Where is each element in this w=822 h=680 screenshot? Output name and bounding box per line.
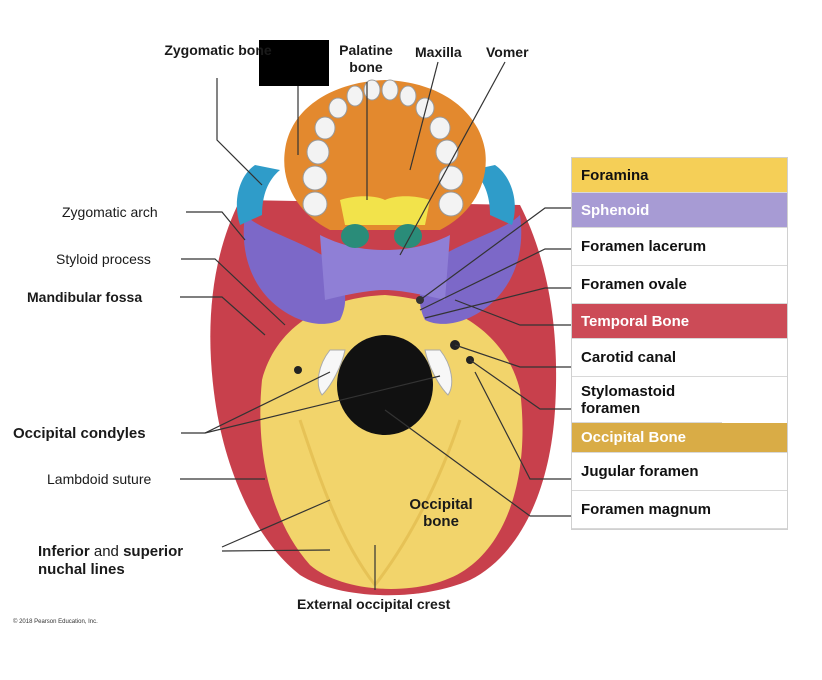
redacted-label-box bbox=[259, 40, 329, 86]
label-lambdoid-suture: Lambdoid suture bbox=[47, 471, 152, 487]
label-nuchal-lines-line1: Inferior and superior bbox=[38, 543, 183, 560]
legend-jugular-foramen: Jugular foramen bbox=[572, 453, 787, 491]
label-mandibular-fossa: Mandibular fossa bbox=[27, 289, 143, 305]
legend-panel: Foramina Sphenoid Foramen lacerum Forame… bbox=[571, 157, 788, 530]
legend-carotid-canal: Carotid canal bbox=[572, 339, 787, 377]
palatine-region bbox=[340, 196, 430, 225]
choana-left bbox=[341, 224, 369, 248]
legend-stylomastoid-foramen: Stylomastoid foramen bbox=[572, 377, 722, 423]
legend-occipital-bone: Occipital Bone bbox=[572, 423, 787, 453]
legend-foramen-ovale: Foramen ovale bbox=[572, 266, 787, 304]
label-vomer: Vomer bbox=[486, 44, 529, 60]
legend-foramen-lacerum: Foramen lacerum bbox=[572, 228, 787, 266]
label-maxilla: Maxilla bbox=[415, 44, 462, 60]
label-zygomatic-bone: Zygomatic bone bbox=[164, 42, 272, 58]
legend-sphenoid: Sphenoid bbox=[572, 193, 787, 228]
label-superior: superior bbox=[123, 543, 184, 560]
label-external-occipital-crest: External occipital crest bbox=[297, 596, 451, 612]
label-palatine-bone: Palatine bone bbox=[339, 42, 393, 75]
legend-temporal-bone: Temporal Bone bbox=[572, 304, 787, 339]
copyright-text: © 2018 Pearson Education, Inc. bbox=[13, 619, 98, 625]
label-occipital-bone: Occipital bone bbox=[409, 496, 473, 530]
choana-right bbox=[394, 224, 422, 248]
zygomatic-left bbox=[236, 165, 280, 225]
foramen-magnum-shape bbox=[337, 335, 433, 435]
label-styloid-process: Styloid process bbox=[56, 251, 151, 267]
label-and: and bbox=[89, 543, 124, 560]
legend-foramen-magnum: Foramen magnum bbox=[572, 491, 787, 529]
label-zygomatic-arch: Zygomatic arch bbox=[62, 204, 158, 220]
label-inferior: Inferior bbox=[38, 543, 90, 560]
label-nuchal-lines-line2: nuchal lines bbox=[38, 561, 125, 578]
legend-foramina: Foramina bbox=[572, 158, 787, 193]
label-occipital-condyles: Occipital condyles bbox=[13, 425, 146, 442]
sphenoid-left bbox=[243, 215, 346, 324]
